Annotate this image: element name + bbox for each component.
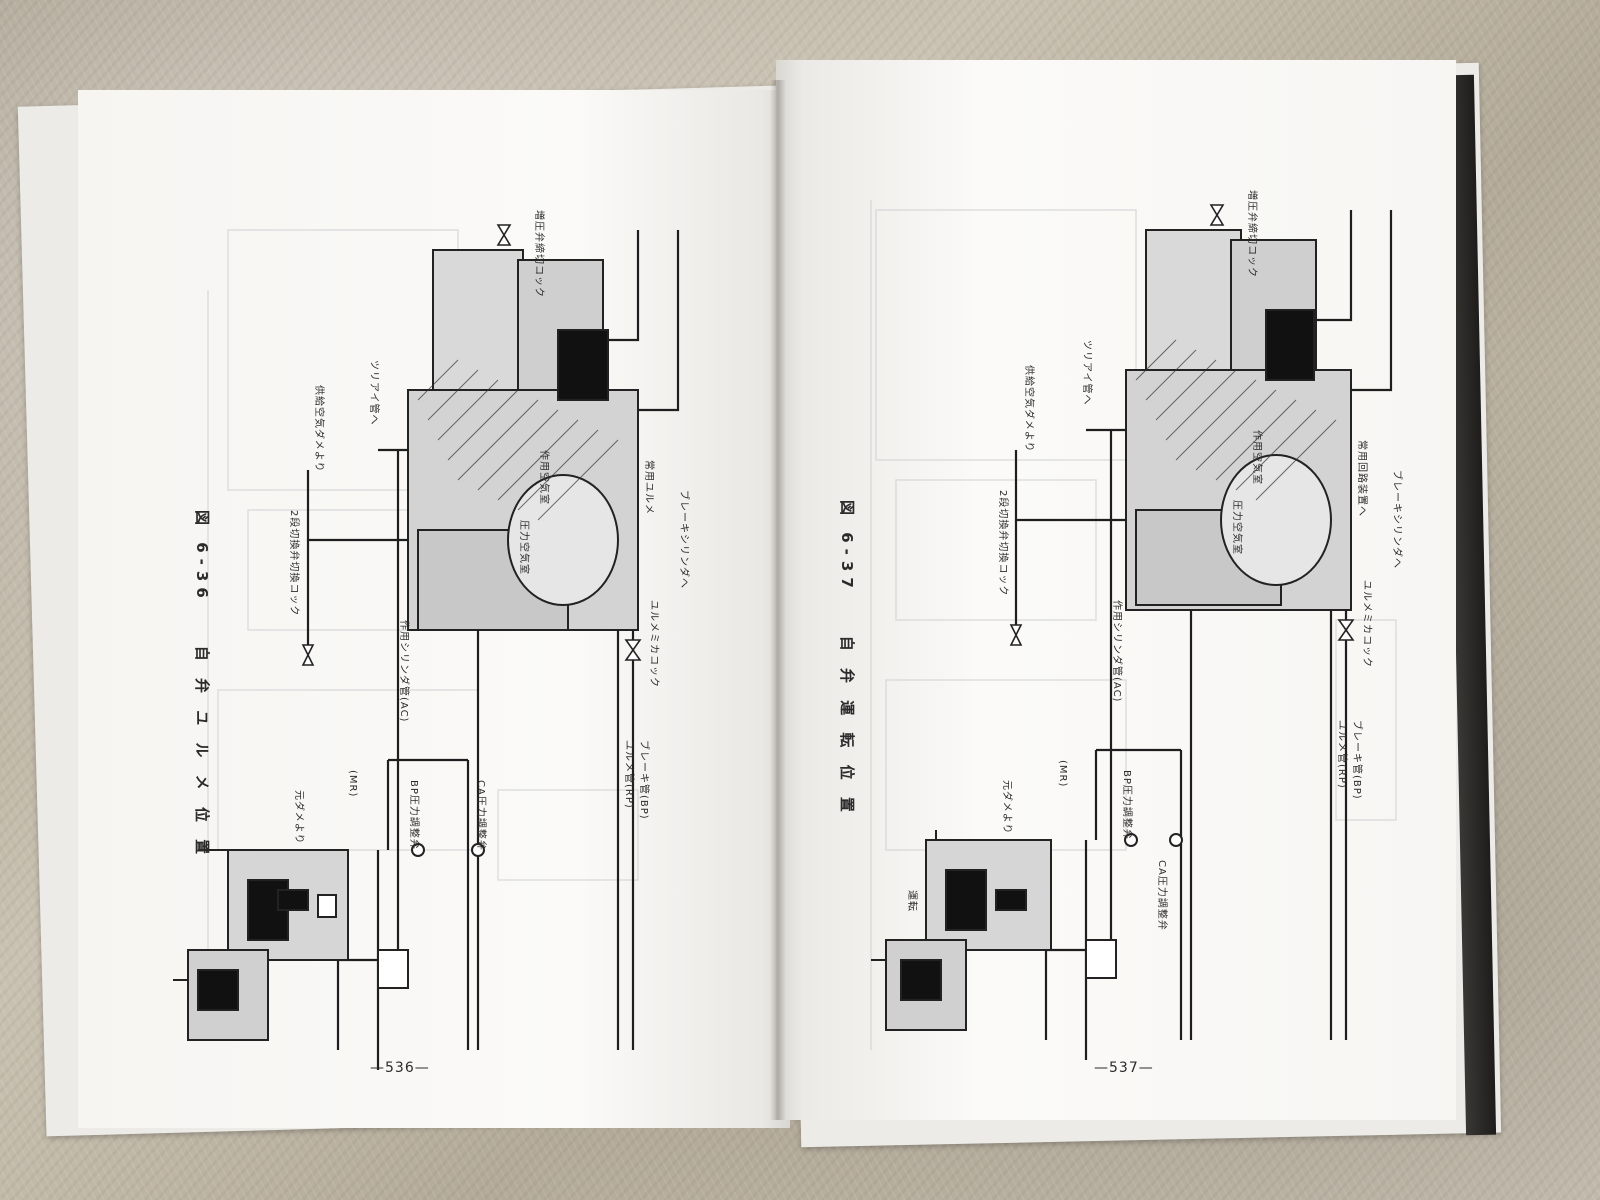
left-label-6: ブレーキシリンダへ bbox=[678, 490, 689, 589]
right-label-13: CA圧力調整弁 bbox=[1156, 860, 1167, 931]
right-page-number: —537— bbox=[1094, 1060, 1154, 1076]
left-label-3: 常用ユルメ bbox=[643, 460, 654, 515]
right-label-16: 作用空気室 bbox=[1251, 430, 1262, 485]
left-label-4: 2段切換弁切換コック bbox=[288, 510, 299, 617]
right-label-0: 増圧弁締切コック bbox=[1246, 190, 1257, 278]
right-brake-diagram bbox=[870, 200, 1397, 1060]
left-page: 図 6-36 自 弁 ユ ル メ 位 置 増圧弁締切コック ツリアイ管へ 供給空… bbox=[78, 90, 790, 1128]
right-page: 図 6-37 自 弁 運 転 位 置 増圧弁締切コック ツリアイ管へ 供給空気ダ… bbox=[776, 60, 1456, 1120]
left-page-number: —536— bbox=[370, 1060, 430, 1076]
left-label-8: ブレーキ管(BP) bbox=[638, 740, 649, 820]
left-label-15: 作用空気室 bbox=[538, 450, 549, 505]
left-label-7: ユルメミカコック bbox=[648, 600, 659, 688]
left-label-10: 元ダメより bbox=[293, 790, 304, 845]
right-label-5: 作用シリンダ管(AC) bbox=[1111, 600, 1122, 703]
right-label-11: (MR) bbox=[1057, 760, 1068, 788]
right-figure-title: 図 6-37 自 弁 運 転 位 置 bbox=[838, 500, 856, 818]
right-label-7: ユルメミカコック bbox=[1361, 580, 1372, 668]
left-label-5: 作用シリンダ管(AC) bbox=[398, 620, 409, 723]
right-label-2: 供給空気ダメより bbox=[1023, 365, 1034, 453]
right-label-14: 運転 bbox=[906, 890, 917, 912]
left-label-2: 供給空気ダメより bbox=[313, 385, 324, 473]
left-brake-diagram bbox=[173, 224, 680, 1070]
right-label-12: BP圧力調整弁 bbox=[1121, 770, 1132, 840]
left-label-0: 増圧弁締切コック bbox=[533, 210, 544, 298]
right-label-9: ユルメ管(RP) bbox=[1336, 720, 1347, 789]
right-label-6: ブレーキシリンダへ bbox=[1391, 470, 1402, 569]
left-label-9: ユルメ管(RP) bbox=[623, 740, 634, 809]
right-label-3: 常用回路装置へ bbox=[1356, 440, 1367, 517]
left-figure-title: 図 6-36 自 弁 ユ ル メ 位 置 bbox=[193, 510, 211, 861]
left-label-11: (MR) bbox=[347, 770, 358, 798]
book-gutter bbox=[770, 80, 786, 1120]
right-label-4: 2段切換弁切換コック bbox=[997, 490, 1008, 597]
left-label-13: CA圧力調整弁 bbox=[475, 780, 486, 851]
left-label-1: ツリアイ管へ bbox=[368, 360, 379, 426]
right-label-1: ツリアイ管へ bbox=[1081, 340, 1092, 406]
left-label-12: BP圧力調整弁 bbox=[408, 780, 419, 850]
right-label-10: 元ダメより bbox=[1001, 780, 1012, 835]
left-label-14: 圧力空気室 bbox=[518, 520, 529, 575]
right-label-8: ブレーキ管(BP) bbox=[1351, 720, 1362, 800]
right-label-15: 圧力空気室 bbox=[1231, 500, 1242, 555]
